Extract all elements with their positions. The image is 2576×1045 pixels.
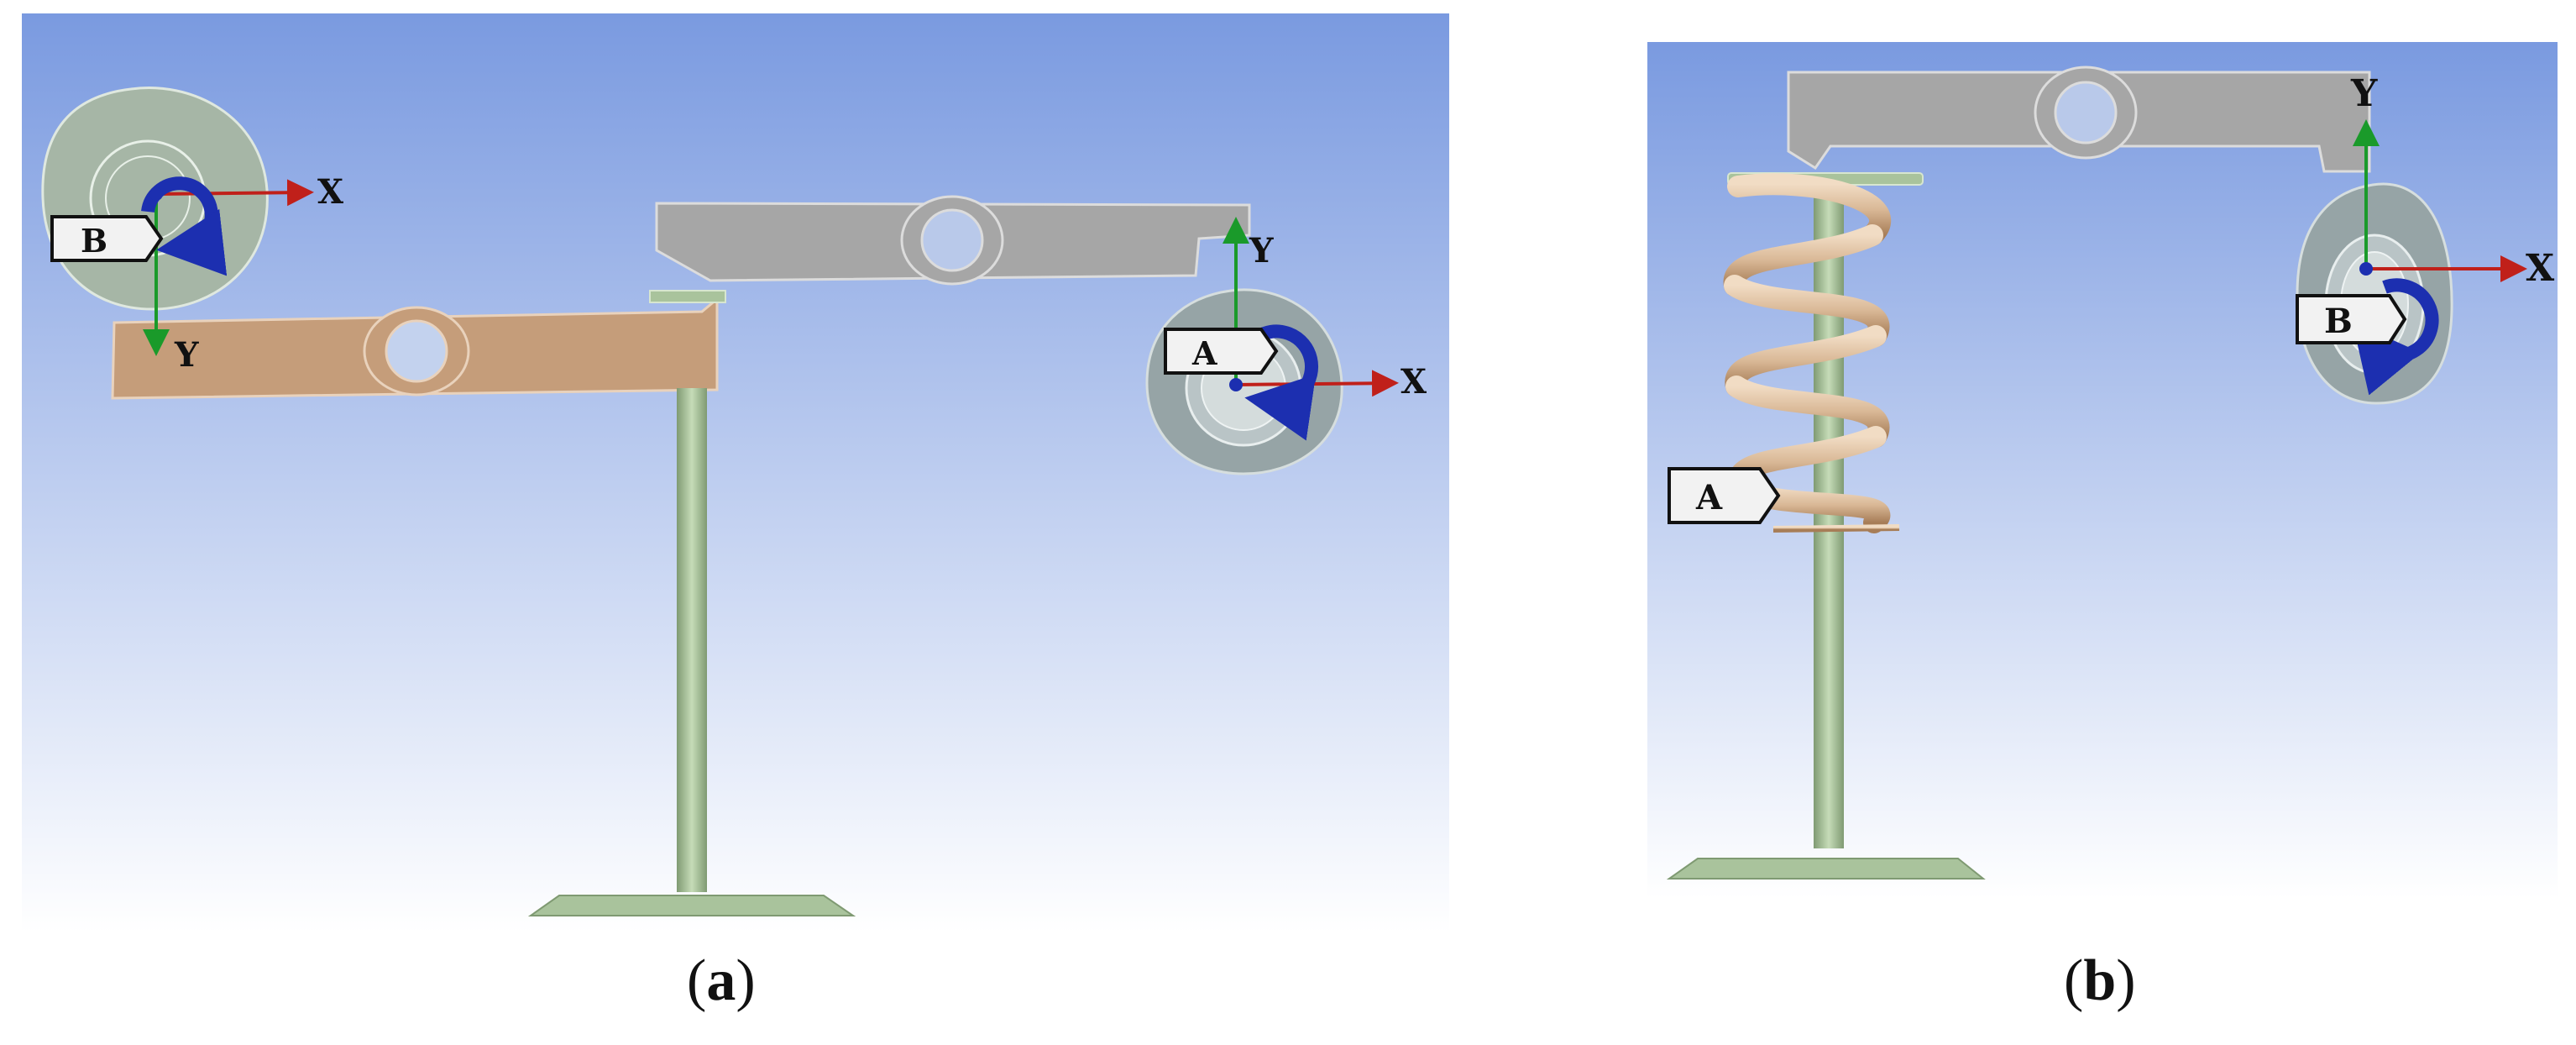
spring <box>1723 173 1900 533</box>
panel-b-figure: Y X B A <box>1647 42 2558 899</box>
caption-letter: b <box>2083 948 2117 1013</box>
y-axis-label: Y <box>2350 72 2378 115</box>
spring-tag: A <box>1668 467 1781 524</box>
point-tag-label: A <box>1695 478 1723 517</box>
coordinate-system-b: Y X B <box>2296 72 2555 396</box>
point-tag-label: A <box>1191 334 1217 372</box>
panel-a-figure: X Y B Y X A <box>22 13 1449 932</box>
valve <box>527 290 856 916</box>
rocker-arm <box>111 296 719 400</box>
x-axis-label: X <box>1401 362 1427 402</box>
rotation-arrow-icon <box>2352 278 2439 396</box>
point-tag-label: B <box>2324 302 2353 341</box>
caption-a: (a) <box>687 948 756 1013</box>
coordinate-system-b: X Y B <box>50 172 343 375</box>
y-axis-label: Y <box>174 335 199 375</box>
point-tag-box <box>1668 467 1781 524</box>
y-axis-label: Y <box>1249 231 1274 270</box>
x-axis-arrow <box>155 179 314 207</box>
point-tag-box <box>2296 294 2407 344</box>
viewport-background <box>1647 42 2558 899</box>
caption-letter: a <box>706 948 736 1013</box>
point-tag-box <box>50 215 164 262</box>
coordinate-system-a: Y X A <box>1164 217 1427 441</box>
lever-arm <box>1787 66 2371 173</box>
rotation-arrow-icon <box>1244 324 1319 441</box>
x-axis-label: X <box>317 172 343 212</box>
x-axis-label: X <box>2526 247 2555 290</box>
point-tag-box <box>1164 328 1279 375</box>
caption-b: (b) <box>2064 948 2136 1013</box>
lever-arm <box>655 195 1251 286</box>
point-tag-label: B <box>81 222 107 260</box>
